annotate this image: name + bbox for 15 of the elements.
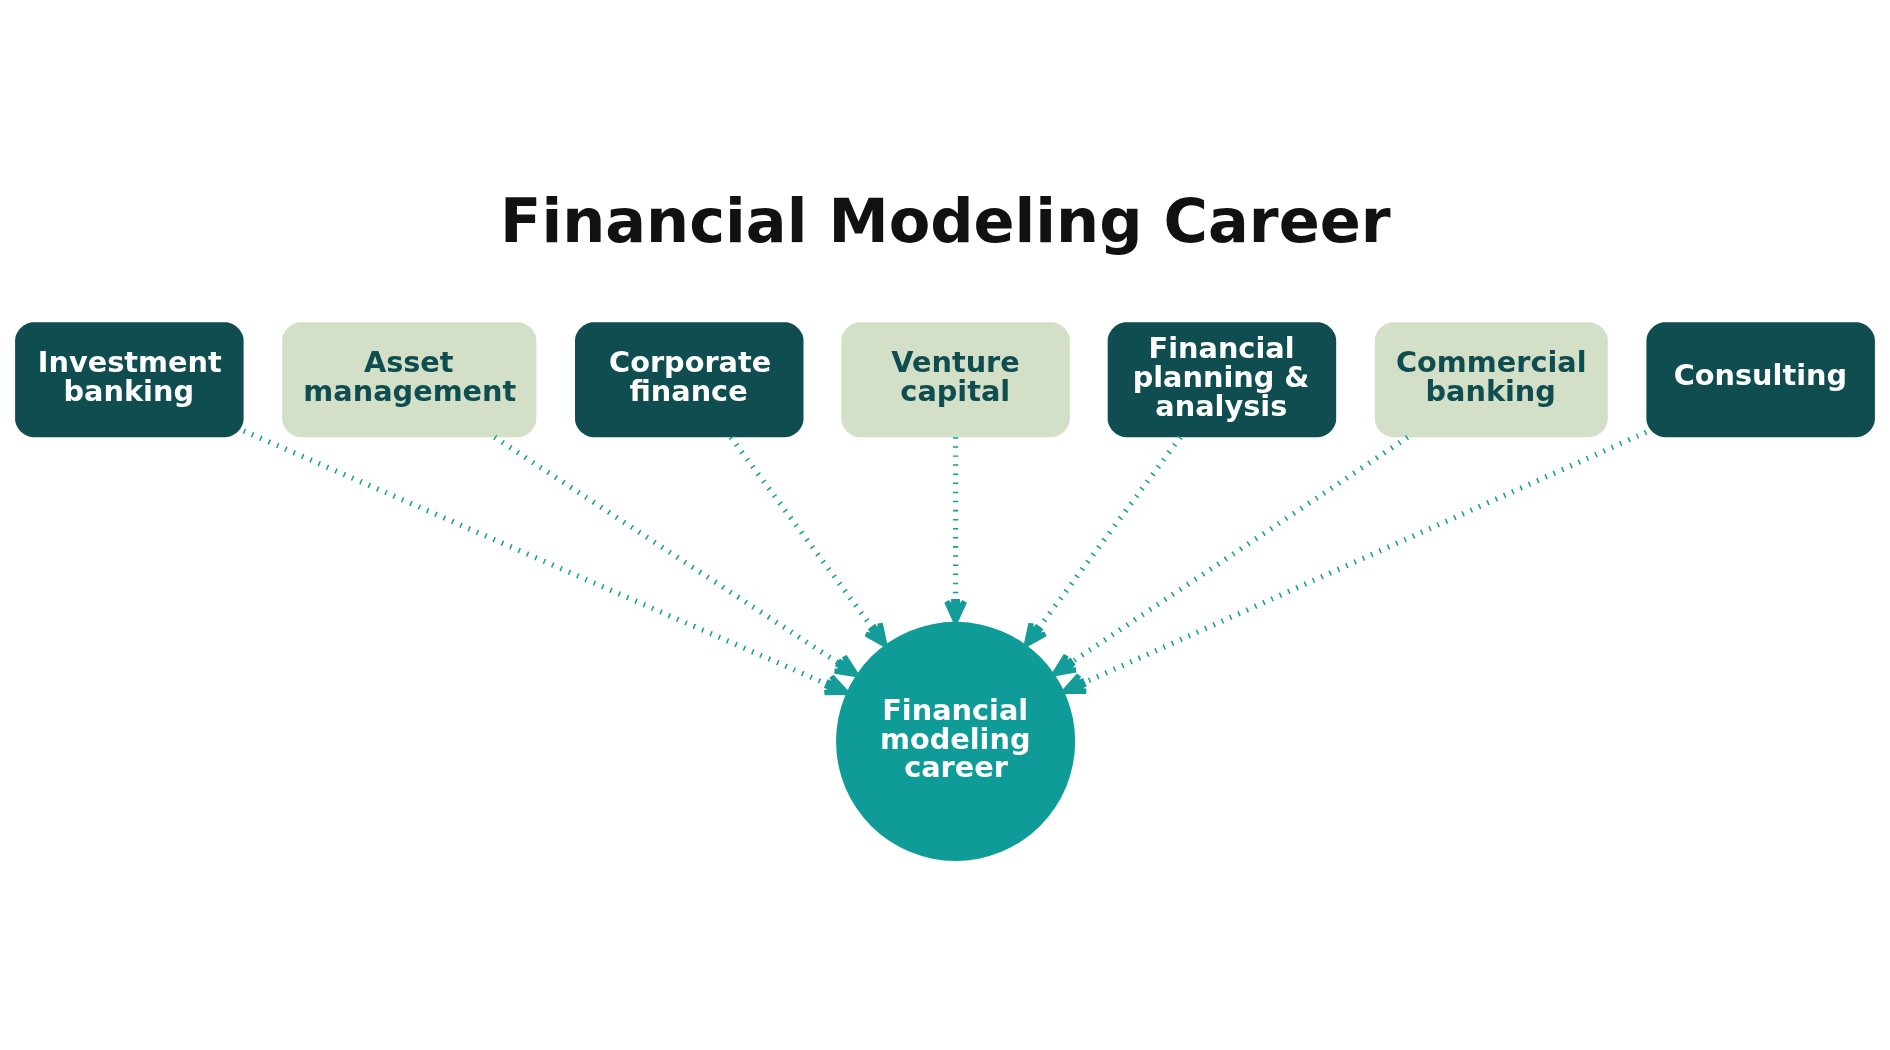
arrow (1023, 435, 1183, 648)
arrow (728, 435, 888, 648)
arrow (1051, 435, 1410, 677)
arrow (493, 435, 859, 678)
arrow (1061, 429, 1648, 695)
node-box: Investment banking (15, 322, 244, 438)
node-box: Commercial banking (1374, 322, 1608, 438)
node-box: Consulting (1646, 322, 1875, 438)
diagram-title: Financial Modeling Career (500, 186, 1391, 257)
node-box: Corporate finance (575, 322, 804, 438)
arrow (242, 428, 849, 696)
node-box: Asset management (282, 322, 537, 438)
node-box: Venture capital (841, 322, 1070, 438)
arrow (944, 437, 968, 624)
node-box: Financial planning & analysis (1107, 322, 1337, 438)
